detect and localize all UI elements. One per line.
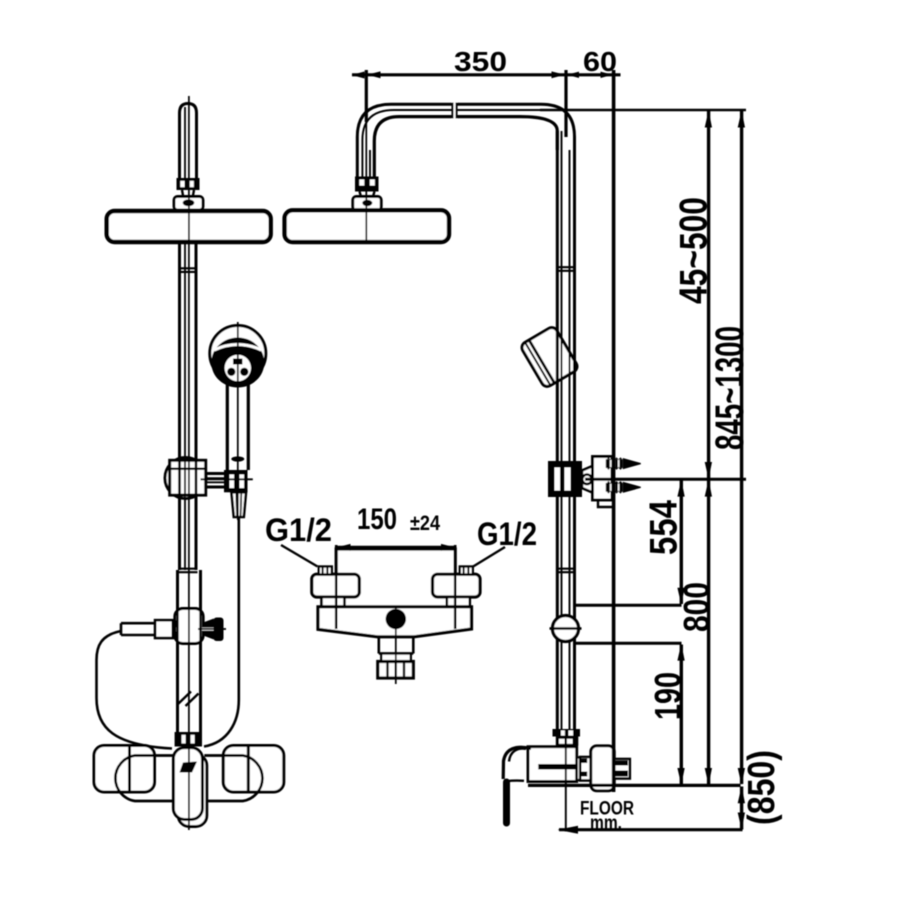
svg-text:G1/2: G1/2 xyxy=(265,512,332,548)
svg-text:190: 190 xyxy=(648,672,689,720)
svg-text:(850): (850) xyxy=(741,750,783,825)
svg-text:45~500: 45~500 xyxy=(673,197,716,304)
svg-text:554: 554 xyxy=(643,500,686,555)
svg-text:150: 150 xyxy=(357,503,397,536)
svg-text:mm.: mm. xyxy=(590,813,622,834)
svg-text:350: 350 xyxy=(454,46,507,77)
svg-text:800: 800 xyxy=(676,582,717,632)
svg-text:±24: ±24 xyxy=(410,512,440,535)
svg-text:845~1300: 845~1300 xyxy=(708,326,752,450)
svg-text:60: 60 xyxy=(583,46,617,77)
svg-text:G1/2: G1/2 xyxy=(477,516,537,552)
svg-text:FLOOR: FLOOR xyxy=(580,799,634,820)
